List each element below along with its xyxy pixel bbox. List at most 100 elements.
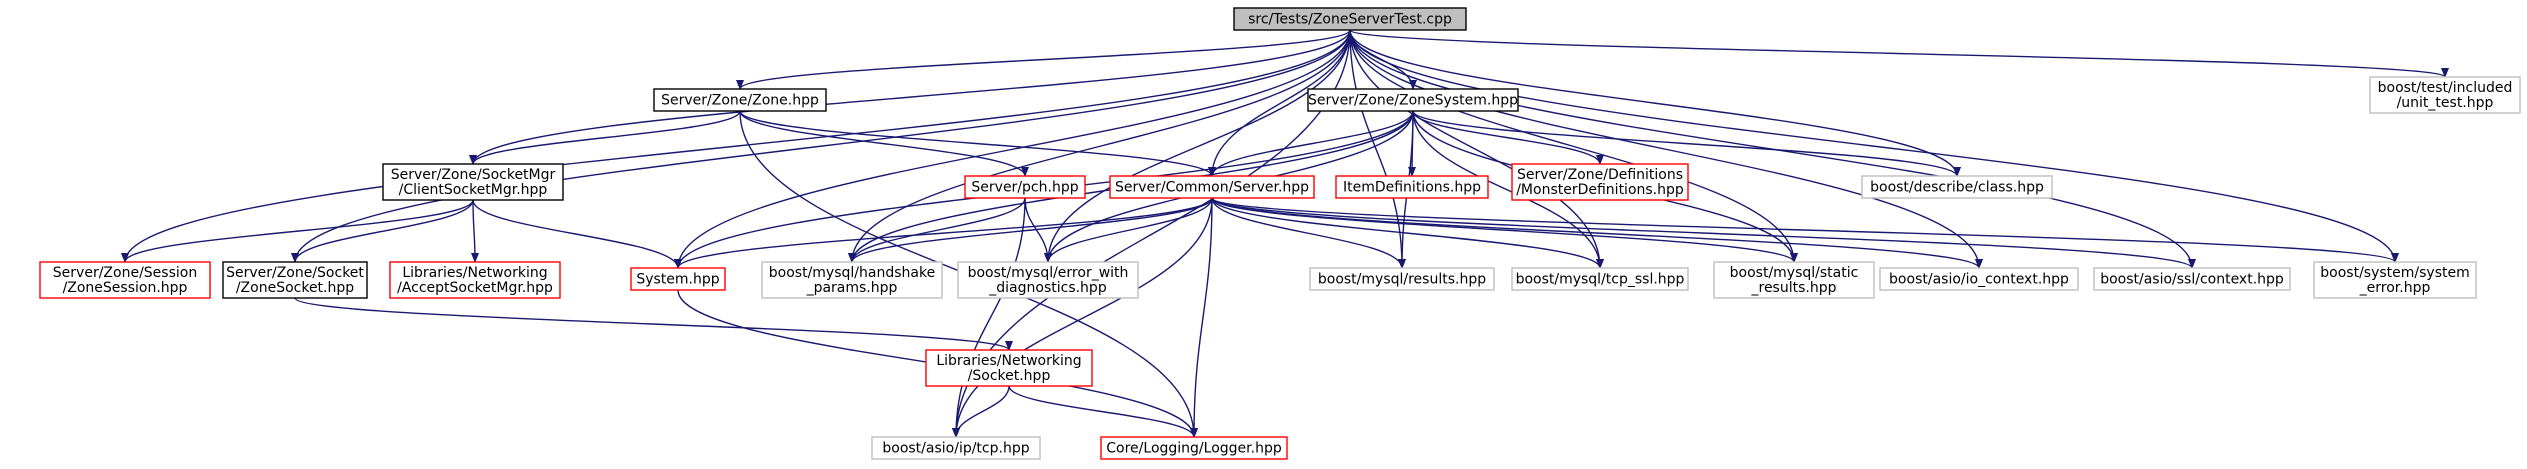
node-zonesocket[interactable]: Server/Zone/Socket/ZoneSocket.hpp bbox=[222, 261, 368, 299]
node-clientsocketmgr[interactable]: Server/Zone/SocketMgr/ClientSocketMgr.hp… bbox=[382, 163, 564, 201]
edge-zone-to-clientsocketmgr bbox=[469, 110, 741, 165]
edge-clientsocketmgr-to-zonesocket bbox=[291, 199, 474, 263]
node-label: boost/asio/ip/tcp.hpp bbox=[882, 441, 1029, 457]
node-label: boost/system/system bbox=[2320, 265, 2469, 281]
node-logger[interactable]: Core/Logging/Logger.hpp bbox=[1100, 436, 1288, 460]
node-box bbox=[1233, 7, 1467, 31]
node-box bbox=[1307, 88, 1519, 112]
node-itemdefs[interactable]: ItemDefinitions.hpp bbox=[1335, 175, 1489, 199]
edge-root-to-commonserver bbox=[1208, 29, 1351, 177]
node-label: Server/Zone/Definitions bbox=[1517, 167, 1683, 183]
edge-commonserver-to-sslcontext bbox=[1211, 197, 2196, 269]
edge-root-to-iocontext bbox=[1349, 29, 1983, 269]
node-box bbox=[925, 349, 1093, 387]
node-label: Server/Zone/Session bbox=[53, 265, 197, 281]
node-iocontext[interactable]: boost/asio/io_context.hpp bbox=[1879, 267, 2079, 291]
node-handshake[interactable]: boost/mysql/handshake_params.hpp bbox=[761, 261, 943, 299]
node-label: /ClientSocketMgr.hpp bbox=[399, 182, 548, 198]
edge-commonserver-to-system bbox=[674, 197, 1213, 269]
node-label: boost/test/included bbox=[2378, 80, 2513, 96]
node-box bbox=[630, 267, 726, 291]
node-box bbox=[1861, 175, 2053, 199]
node-label: ItemDefinitions.hpp bbox=[1343, 180, 1481, 196]
node-unittest[interactable]: boost/test/included/unit_test.hpp bbox=[2369, 76, 2521, 114]
edge-root-to-static bbox=[1349, 29, 1798, 263]
edge-root-to-errordiag bbox=[1044, 29, 1351, 263]
edge-zone-to-commonserver bbox=[739, 110, 1216, 177]
edges-layer bbox=[121, 29, 2449, 438]
node-label: boost/asio/ssl/context.hpp bbox=[2100, 272, 2284, 288]
node-label: /AcceptSocketMgr.hpp bbox=[397, 280, 553, 296]
node-box bbox=[1100, 436, 1288, 460]
node-label: /unit_test.hpp bbox=[2397, 95, 2494, 111]
edge-zonesystem-to-describe bbox=[1412, 110, 1961, 177]
node-label: boost/asio/io_context.hpp bbox=[1889, 272, 2069, 288]
node-tcp[interactable]: boost/asio/ip/tcp.hpp bbox=[871, 436, 1041, 460]
node-pch[interactable]: Server/pch.hpp bbox=[964, 175, 1086, 199]
edge-pch-to-tcp bbox=[952, 197, 1026, 438]
edge-zone-to-pch bbox=[739, 110, 1029, 177]
node-box bbox=[389, 261, 561, 299]
node-label: Server/Zone/Socket bbox=[226, 265, 364, 281]
node-system[interactable]: System.hpp bbox=[630, 267, 726, 291]
nodes-layer: src/Tests/ZoneServerTest.cppServer/Zone/… bbox=[39, 7, 2521, 460]
node-label: boost/describe/class.hpp bbox=[1870, 180, 2044, 196]
node-label: Libraries/Networking bbox=[402, 265, 547, 281]
edge-root-to-describe bbox=[1349, 29, 1961, 177]
edge-commonserver-to-static bbox=[1211, 197, 1798, 263]
node-monsterdefs[interactable]: Server/Zone/Definitions/MonsterDefinitio… bbox=[1511, 163, 1689, 201]
node-describe[interactable]: boost/describe/class.hpp bbox=[1861, 175, 2053, 199]
edge-root-to-clientsocketmgr bbox=[469, 29, 1351, 165]
node-tcpssl[interactable]: boost/mysql/tcp_ssl.hpp bbox=[1511, 267, 1689, 291]
edge-zonesocket-to-socket bbox=[294, 297, 1013, 351]
node-label: Server/pch.hpp bbox=[971, 180, 1078, 196]
node-zonesession[interactable]: Server/Zone/Session/ZoneSession.hpp bbox=[39, 261, 211, 299]
edge-root-to-zonesocket bbox=[291, 29, 1351, 263]
node-label: Server/Zone/ZoneSystem.hpp bbox=[1308, 93, 1518, 109]
node-acceptsocketmgr[interactable]: Libraries/Networking/AcceptSocketMgr.hpp bbox=[389, 261, 561, 299]
node-root[interactable]: src/Tests/ZoneServerTest.cpp bbox=[1233, 7, 1467, 31]
node-label: _error.hpp bbox=[2359, 280, 2431, 296]
node-sslcontext[interactable]: boost/asio/ssl/context.hpp bbox=[2093, 267, 2291, 291]
node-label: boost/mysql/handshake bbox=[769, 265, 935, 281]
node-label: /Socket.hpp bbox=[968, 368, 1051, 384]
node-label: Libraries/Networking bbox=[936, 353, 1081, 369]
edge-clientsocketmgr-to-zonesession bbox=[121, 199, 474, 263]
edge-zonesystem-to-monsterdefs bbox=[1412, 110, 1604, 165]
node-zone[interactable]: Server/Zone/Zone.hpp bbox=[653, 88, 827, 112]
node-errordiag[interactable]: boost/mysql/error_with_diagnostics.hpp bbox=[957, 261, 1139, 299]
node-label: /ZoneSession.hpp bbox=[63, 280, 188, 296]
node-label: System.hpp bbox=[636, 272, 719, 288]
edge-root-to-results bbox=[1349, 29, 1406, 269]
node-box bbox=[761, 261, 943, 299]
node-label: _params.hpp bbox=[806, 280, 898, 296]
node-syserror[interactable]: boost/system/system_error.hpp bbox=[2313, 261, 2477, 299]
edge-root-to-tcpssl bbox=[1349, 29, 1604, 269]
node-label: Server/Zone/SocketMgr bbox=[391, 167, 556, 183]
edge-zonesystem-to-commonserver bbox=[1208, 110, 1414, 177]
node-static[interactable]: boost/mysql/static_results.hpp bbox=[1713, 261, 1875, 299]
edge-commonserver-to-results bbox=[1211, 197, 1406, 269]
node-box bbox=[39, 261, 211, 299]
node-label: _diagnostics.hpp bbox=[988, 280, 1107, 296]
node-box bbox=[1511, 163, 1689, 201]
node-results[interactable]: boost/mysql/results.hpp bbox=[1309, 267, 1495, 291]
node-box bbox=[1879, 267, 2079, 291]
node-socket[interactable]: Libraries/Networking/Socket.hpp bbox=[925, 349, 1093, 387]
edge-commonserver-to-iocontext bbox=[1211, 197, 1983, 269]
edge-commonserver-to-logger bbox=[1190, 197, 1213, 438]
node-box bbox=[1713, 261, 1875, 299]
node-label: boost/mysql/static bbox=[1730, 265, 1859, 281]
edge-pch-to-handshake bbox=[848, 197, 1026, 263]
node-box bbox=[871, 436, 1041, 460]
node-label: _results.hpp bbox=[1751, 280, 1837, 296]
node-commonserver[interactable]: Server/Common/Server.hpp bbox=[1109, 175, 1315, 199]
node-label: boost/mysql/error_with bbox=[968, 265, 1129, 281]
node-zonesystem[interactable]: Server/Zone/ZoneSystem.hpp bbox=[1307, 88, 1519, 112]
node-box bbox=[382, 163, 564, 201]
node-box bbox=[964, 175, 1086, 199]
node-label: Core/Logging/Logger.hpp bbox=[1106, 441, 1282, 457]
edge-socket-to-tcp bbox=[952, 385, 1010, 438]
edge-commonserver-to-handshake bbox=[848, 197, 1213, 263]
